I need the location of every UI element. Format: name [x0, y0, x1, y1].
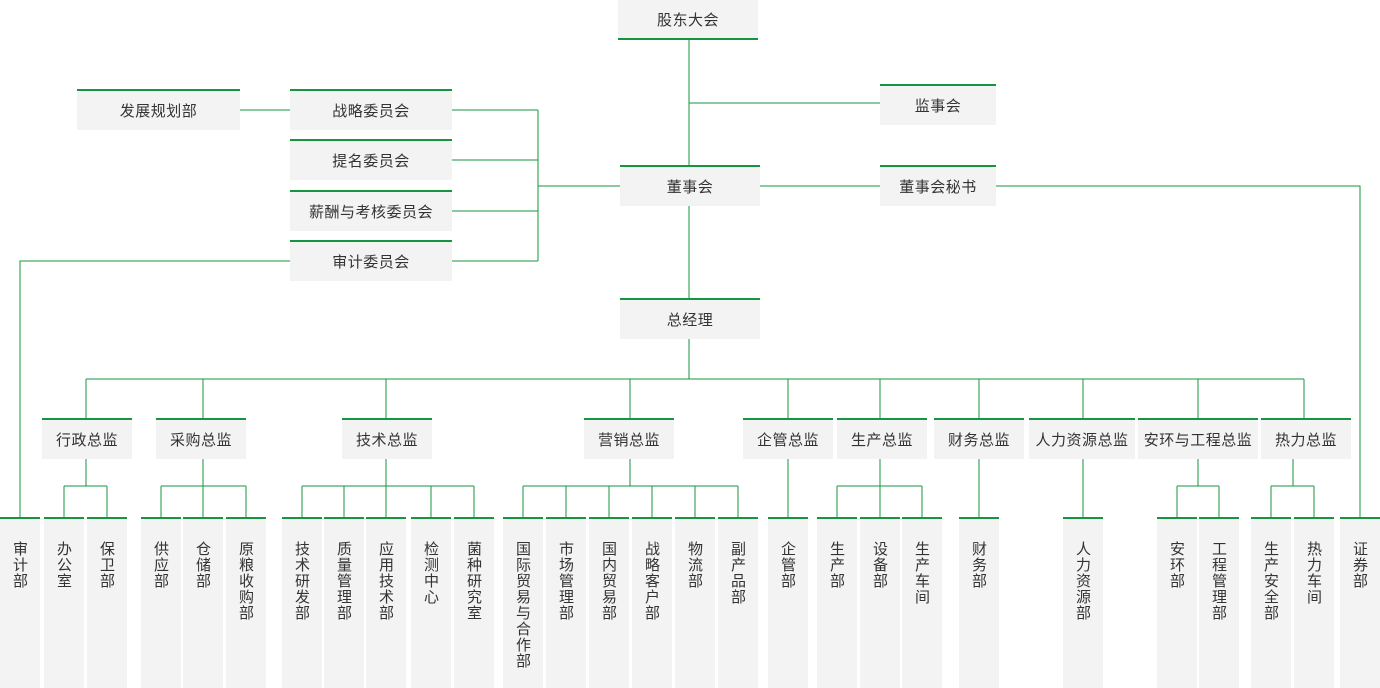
- dept-label: 财务部: [970, 541, 988, 589]
- dept-label: 供应部: [152, 541, 170, 589]
- committee-strategy-node: 战略委员会: [290, 89, 452, 130]
- director-hr-node: 人力资源总监: [1029, 418, 1135, 459]
- director-purchasing-node: 采购总监: [156, 418, 246, 459]
- committee-compensation-node: 薪酬与考核委员会: [290, 190, 452, 231]
- dept-warehouse-node: 仓储部: [183, 517, 223, 688]
- dept-label: 审计部: [11, 541, 29, 589]
- dev-planning-node: 发展规划部: [77, 89, 240, 130]
- dept-domestic-trade-node: 国内贸易部: [589, 517, 629, 688]
- dept-label: 企管部: [779, 541, 797, 589]
- general-manager-node: 总经理: [620, 298, 760, 339]
- dept-engineering-node: 工程管理部: [1199, 517, 1239, 688]
- dept-hr-node: 人力资源部: [1063, 517, 1103, 688]
- committee-nomination-node: 提名委员会: [290, 139, 452, 180]
- dept-strain-lab-node: 菌种研究室: [454, 517, 494, 688]
- board-node: 董事会: [620, 165, 760, 206]
- dept-label: 生产部: [828, 541, 846, 589]
- dept-label: 生产安全部: [1262, 541, 1280, 621]
- dept-label: 热力车间: [1305, 541, 1323, 605]
- dept-workshop-node: 生产车间: [902, 517, 942, 688]
- dept-testing-center-node: 检测中心: [411, 517, 451, 688]
- dept-applied-tech-node: 应用技术部: [366, 517, 406, 688]
- dept-security-node: 保卫部: [87, 517, 127, 688]
- dept-label: 设备部: [871, 541, 889, 589]
- dept-equipment-node: 设备部: [860, 517, 900, 688]
- dept-safety-env-node: 安环部: [1157, 517, 1197, 688]
- dept-securities-node: 证券部: [1340, 517, 1380, 688]
- dept-audit-node: 审计部: [0, 517, 40, 688]
- supervisory-board-node: 监事会: [880, 84, 996, 125]
- dept-quality-node: 质量管理部: [324, 517, 364, 688]
- dept-grain-purchase-node: 原粮收购部: [226, 517, 266, 688]
- dept-label: 办公室: [55, 541, 73, 589]
- dept-thermal-workshop-node: 热力车间: [1294, 517, 1334, 688]
- dept-label: 证券部: [1351, 541, 1369, 589]
- dept-rnd-node: 技术研发部: [282, 517, 322, 688]
- dept-label: 国际贸易与合作部: [514, 541, 532, 669]
- shareholders-meeting-node: 股东大会: [618, 0, 758, 40]
- dept-office-node: 办公室: [44, 517, 84, 688]
- dept-label: 工程管理部: [1210, 541, 1228, 621]
- dept-label: 安环部: [1168, 541, 1186, 589]
- dept-label: 保卫部: [98, 541, 116, 589]
- dept-label: 检测中心: [422, 541, 440, 605]
- dept-label: 技术研发部: [293, 541, 311, 621]
- board-secretary-node: 董事会秘书: [880, 165, 996, 206]
- dept-enterprise-mgmt-node: 企管部: [768, 517, 808, 688]
- dept-production-safety-node: 生产安全部: [1251, 517, 1291, 688]
- committee-audit-node: 审计委员会: [290, 240, 452, 281]
- dept-label: 市场管理部: [557, 541, 575, 621]
- director-finance-node: 财务总监: [934, 418, 1024, 459]
- dept-market-mgmt-node: 市场管理部: [546, 517, 586, 688]
- dept-label: 质量管理部: [335, 541, 353, 621]
- dept-label: 菌种研究室: [465, 541, 483, 621]
- director-technology-node: 技术总监: [342, 418, 432, 459]
- director-thermal-node: 热力总监: [1261, 418, 1351, 459]
- dept-strategic-clients-node: 战略客户部: [632, 517, 672, 688]
- director-production-node: 生产总监: [837, 418, 927, 459]
- director-marketing-node: 营销总监: [584, 418, 674, 459]
- director-management-node: 企管总监: [743, 418, 833, 459]
- dept-production-node: 生产部: [817, 517, 857, 688]
- dept-label: 国内贸易部: [600, 541, 618, 621]
- dept-finance-node: 财务部: [959, 517, 999, 688]
- dept-byproducts-node: 副产品部: [718, 517, 758, 688]
- director-safety-engineering-node: 安环与工程总监: [1138, 418, 1258, 459]
- dept-label: 人力资源部: [1074, 541, 1092, 621]
- dept-label: 应用技术部: [377, 541, 395, 621]
- dept-label: 仓储部: [194, 541, 212, 589]
- dept-intl-trade-node: 国际贸易与合作部: [503, 517, 543, 688]
- dept-label: 生产车间: [913, 541, 931, 605]
- dept-logistics-node: 物流部: [675, 517, 715, 688]
- dept-label: 物流部: [686, 541, 704, 589]
- dept-label: 原粮收购部: [237, 541, 255, 621]
- dept-supply-node: 供应部: [141, 517, 181, 688]
- director-admin-node: 行政总监: [42, 418, 132, 459]
- dept-label: 战略客户部: [643, 541, 661, 621]
- dept-label: 副产品部: [729, 541, 747, 605]
